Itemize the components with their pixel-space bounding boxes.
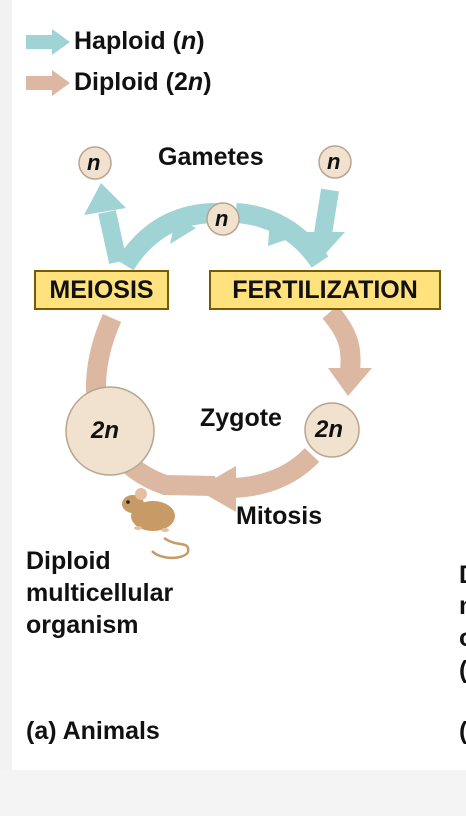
- mitosis-arc: [227, 447, 320, 498]
- organism-label: Diploid multicellular organism: [26, 545, 173, 641]
- gametes-label: Gametes: [158, 143, 264, 171]
- legend-haploid-symbol: n: [180, 27, 197, 55]
- meiosis-box: MEIOSIS: [34, 270, 169, 310]
- cutoff-text-2: m: [459, 592, 466, 621]
- haploid-arc-arrowhead-right: [268, 218, 300, 246]
- organism-cell: [65, 386, 155, 476]
- zygote-cell-label: 2n: [315, 416, 344, 443]
- zygote-label: Zygote: [200, 404, 282, 432]
- legend-diploid: Diploid (2n): [26, 68, 212, 97]
- fertilization-arrowhead: [303, 232, 345, 262]
- organism-cell-label: 2n: [91, 417, 120, 444]
- gamete-center-cell: [206, 202, 240, 236]
- gamete-left-label: n: [87, 150, 101, 175]
- gamete-left-cell: [78, 146, 112, 180]
- diploid-arc-right: [322, 305, 361, 373]
- legend-haploid-label: Haploid: [74, 27, 166, 55]
- haploid-arc-arrowhead: [170, 218, 196, 244]
- cutoff-text-5: (: [459, 717, 466, 746]
- mitosis-arrowhead: [196, 466, 236, 512]
- organism-label-line-2: multicellular: [26, 579, 174, 607]
- mitosis-label: Mitosis: [236, 502, 323, 530]
- left-edge-strip: [0, 0, 12, 816]
- figure-caption: (a) Animals: [26, 717, 160, 745]
- zygote-cell: [304, 402, 360, 458]
- organism-label-line-3: organism: [26, 611, 139, 639]
- gamete-center-label: n: [215, 206, 229, 231]
- legend-haploid: Haploid (n): [26, 27, 205, 56]
- fertilization-box: FERTILIZATION: [209, 270, 441, 310]
- gamete-right-label: n: [327, 149, 341, 174]
- diploid-arrow-icon: [26, 69, 70, 96]
- meiosis-up-arrowhead: [84, 183, 126, 215]
- legend-diploid-label: Diploid: [74, 68, 159, 96]
- meiosis-up-stem: [98, 210, 127, 264]
- cutoff-text-1: D: [459, 561, 466, 590]
- cutoff-text-4: (: [459, 656, 466, 685]
- gamete-right-cell: [318, 145, 352, 179]
- mouse-icon: [122, 488, 190, 560]
- bottom-band: [0, 770, 466, 816]
- haploid-arrow-icon: [26, 28, 70, 55]
- fertilization-stem: [313, 188, 339, 242]
- organism-label-line-1: Diploid: [26, 547, 111, 575]
- fertilization-down-arrowhead: [328, 368, 372, 396]
- cutoff-text-3: o: [459, 624, 466, 653]
